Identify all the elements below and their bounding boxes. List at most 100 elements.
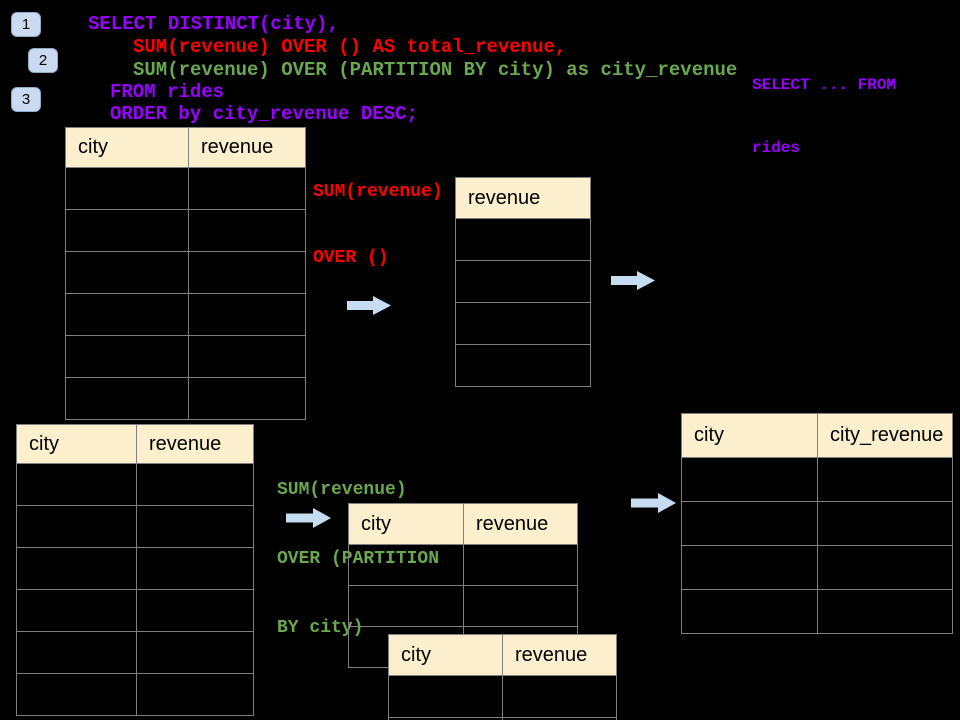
- table-cell: [348, 585, 464, 627]
- column-header-revenue: revenue: [136, 424, 254, 464]
- annotation-sum-over-line-1: SUM(revenue): [313, 182, 443, 202]
- table-row: [455, 260, 591, 303]
- table-row: [681, 545, 953, 590]
- table-cell: [455, 302, 591, 345]
- table-cell: [65, 251, 189, 294]
- table-cell: [65, 377, 189, 420]
- side-note-line-2: rides: [752, 139, 801, 157]
- table-row: [681, 457, 953, 502]
- table-cell: [681, 501, 818, 546]
- table-cell: [817, 589, 953, 634]
- table-cell: [455, 218, 591, 261]
- table-cell: [16, 463, 137, 506]
- table-cell: [188, 293, 306, 336]
- right-arrow-icon: [347, 295, 392, 316]
- table-cell: [16, 631, 137, 674]
- table-row: [16, 463, 254, 506]
- table-cell: [455, 344, 591, 387]
- table-cell: [681, 457, 818, 502]
- table-row: [65, 209, 306, 252]
- table-cell: [817, 457, 953, 502]
- table-cell: [455, 260, 591, 303]
- table-row: [16, 589, 254, 632]
- annotation-sum-partition-line-1: SUM(revenue): [277, 480, 407, 500]
- table-cell: [188, 209, 306, 252]
- table-row: [388, 675, 617, 718]
- table-cell: [136, 463, 254, 506]
- table-cell: [136, 505, 254, 548]
- table-cell: [136, 547, 254, 590]
- table-row: [65, 251, 306, 294]
- table-row: [65, 377, 306, 420]
- table-cell: [388, 675, 503, 718]
- table-header-row: city city_revenue: [681, 413, 953, 458]
- column-header-revenue: revenue: [455, 177, 591, 219]
- table-cell: [188, 335, 306, 378]
- annotation-sum-over-line-2: OVER (): [313, 248, 389, 268]
- table-cell: [188, 377, 306, 420]
- table-cell: [136, 589, 254, 632]
- table-row: [455, 218, 591, 261]
- table-cell: [463, 585, 578, 627]
- table-header-row: city revenue: [16, 424, 254, 464]
- table-row: [455, 344, 591, 387]
- side-note-line-1: SELECT ... FROM: [752, 76, 897, 94]
- column-header-revenue: revenue: [502, 634, 617, 676]
- table-cell: [188, 167, 306, 210]
- table-cell: [463, 544, 578, 586]
- table-cell: [65, 335, 189, 378]
- sql-line-select: SELECT DISTINCT(city),: [88, 13, 339, 35]
- sql-line-order-by: ORDER by city_revenue DESC;: [110, 103, 418, 125]
- sql-line-from: FROM rides: [110, 81, 225, 103]
- table-row: [65, 167, 306, 210]
- table-header-row: city revenue: [65, 127, 306, 168]
- table-row: [681, 589, 953, 634]
- table-row: [65, 335, 306, 378]
- total-revenue-table: revenue: [455, 177, 591, 387]
- table-row: [388, 717, 617, 720]
- table-row: [16, 547, 254, 590]
- table-cell: [16, 673, 137, 716]
- sql-line-total-revenue: SUM(revenue) OVER () AS total_revenue,: [133, 36, 567, 58]
- right-arrow-icon: [611, 270, 656, 291]
- table-cell: [817, 545, 953, 590]
- step-badge-2: 2: [28, 48, 58, 73]
- table-header-row: city revenue: [348, 503, 578, 545]
- table-row: [16, 673, 254, 716]
- result-table: city city_revenue: [681, 413, 953, 634]
- table-row: [16, 631, 254, 674]
- table-row: [348, 544, 578, 586]
- table-cell: [65, 209, 189, 252]
- table-cell: [136, 631, 254, 674]
- column-header-revenue: revenue: [463, 503, 578, 545]
- source-table-bottom: city revenue: [16, 424, 254, 716]
- table-cell: [348, 544, 464, 586]
- table-cell: [136, 673, 254, 716]
- table-row: [455, 302, 591, 345]
- column-header-city: city: [65, 127, 189, 168]
- table-cell: [16, 547, 137, 590]
- column-header-city-revenue: city_revenue: [817, 413, 953, 458]
- table-cell: [16, 589, 137, 632]
- step-badge-3: 3: [11, 87, 41, 112]
- annotation-sum-over: SUM(revenue) OVER (): [313, 137, 443, 313]
- column-header-city: city: [16, 424, 137, 464]
- column-header-revenue: revenue: [188, 127, 306, 168]
- column-header-city: city: [681, 413, 818, 458]
- table-cell: [16, 505, 137, 548]
- column-header-city: city: [388, 634, 503, 676]
- table-cell: [65, 167, 189, 210]
- table-cell: [502, 717, 617, 720]
- table-header-row: city revenue: [388, 634, 617, 676]
- step-badge-1: 1: [11, 12, 41, 37]
- right-arrow-icon: [286, 507, 332, 529]
- source-table-top: city revenue: [65, 127, 306, 420]
- table-cell: [681, 589, 818, 634]
- table-cell: [817, 501, 953, 546]
- table-cell: [65, 293, 189, 336]
- right-arrow-icon: [631, 492, 677, 514]
- table-row: [348, 585, 578, 627]
- sql-line-city-revenue: SUM(revenue) OVER (PARTITION BY city) as…: [133, 59, 738, 81]
- table-row: [65, 293, 306, 336]
